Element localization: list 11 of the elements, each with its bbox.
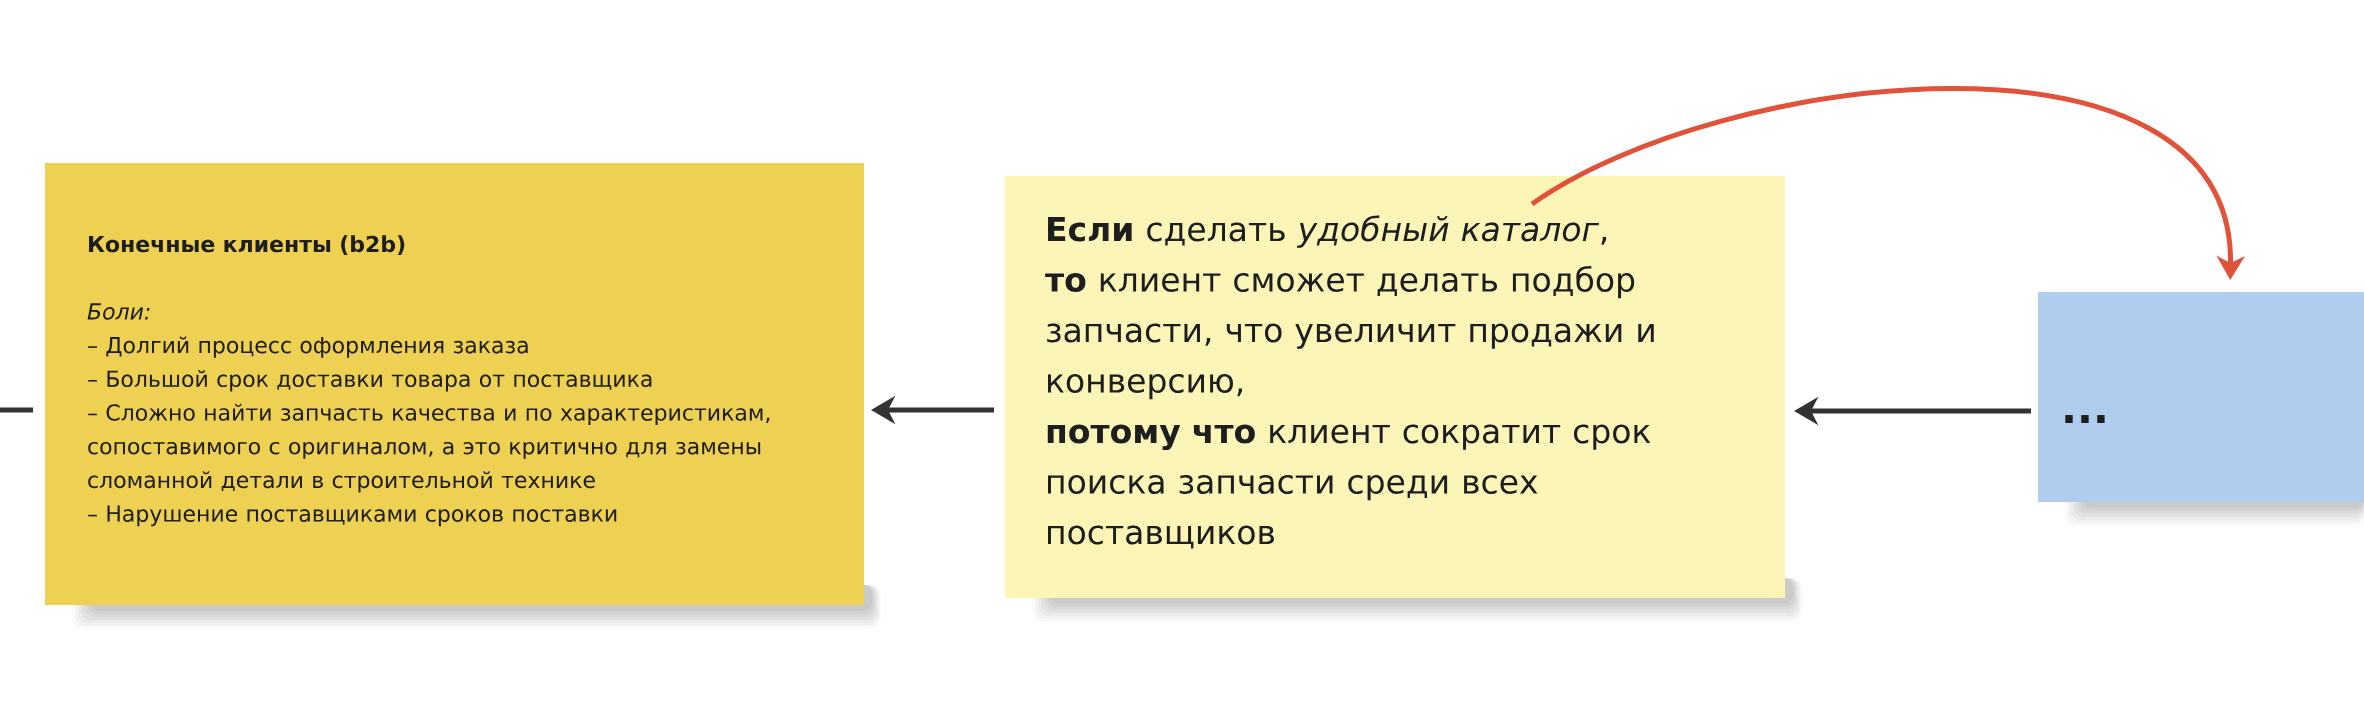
- list-item: – Долгий процесс оформления заказа: [88, 336, 528, 358]
- note-text: Если сделать удобный каталог,: [1048, 215, 1607, 248]
- section-label: Боли:: [87, 303, 150, 320]
- note-text: потому что клиент сократит срок поиска запчасти среди всех поставщиков: [1047, 424, 1651, 549]
- note-heading: Конечные клиенты (b2b): [89, 235, 405, 255]
- list-item: – Сложно найти запчасть качества и по характеристикам, сопоставимого с оригиналом, а это критично для замены сломанной детали в строительной технике: [88, 403, 770, 493]
- connector-line: [0, 407, 33, 413]
- sticky-note: [45, 163, 881, 629]
- list-item: – Нарушение поставщиками сроков поставки: [88, 505, 617, 527]
- list-item: – Большой срок доставки товара от поставщика: [88, 370, 652, 392]
- sticky-note: [1005, 176, 1802, 622]
